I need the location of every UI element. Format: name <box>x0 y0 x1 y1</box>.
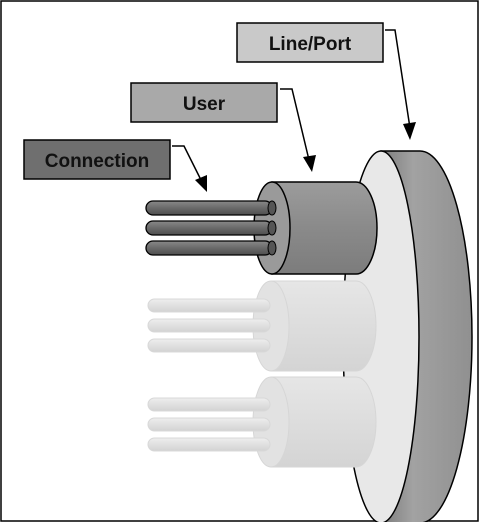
user-label-box <box>130 82 278 123</box>
line-port-callout: Line/Port <box>236 22 416 140</box>
line-port-label: Line/Port <box>269 34 352 55</box>
user-label: User <box>183 94 226 115</box>
inactive-user-middle <box>147 280 377 372</box>
connection-arrowhead <box>195 175 207 192</box>
user-arrowhead <box>303 155 316 172</box>
inactive-user-bottom <box>147 376 377 468</box>
active-user <box>145 181 378 275</box>
line-port-arrowhead <box>403 122 416 140</box>
inactive-connections-middle <box>147 298 271 353</box>
line-port-label-box <box>236 22 384 63</box>
user-callout: User <box>130 82 316 172</box>
connection-label-box <box>23 139 171 180</box>
connection-callout: Connection <box>23 139 207 192</box>
connection-label: Connection <box>45 151 150 172</box>
active-connections <box>145 200 277 256</box>
inactive-connections-bottom <box>147 397 271 452</box>
